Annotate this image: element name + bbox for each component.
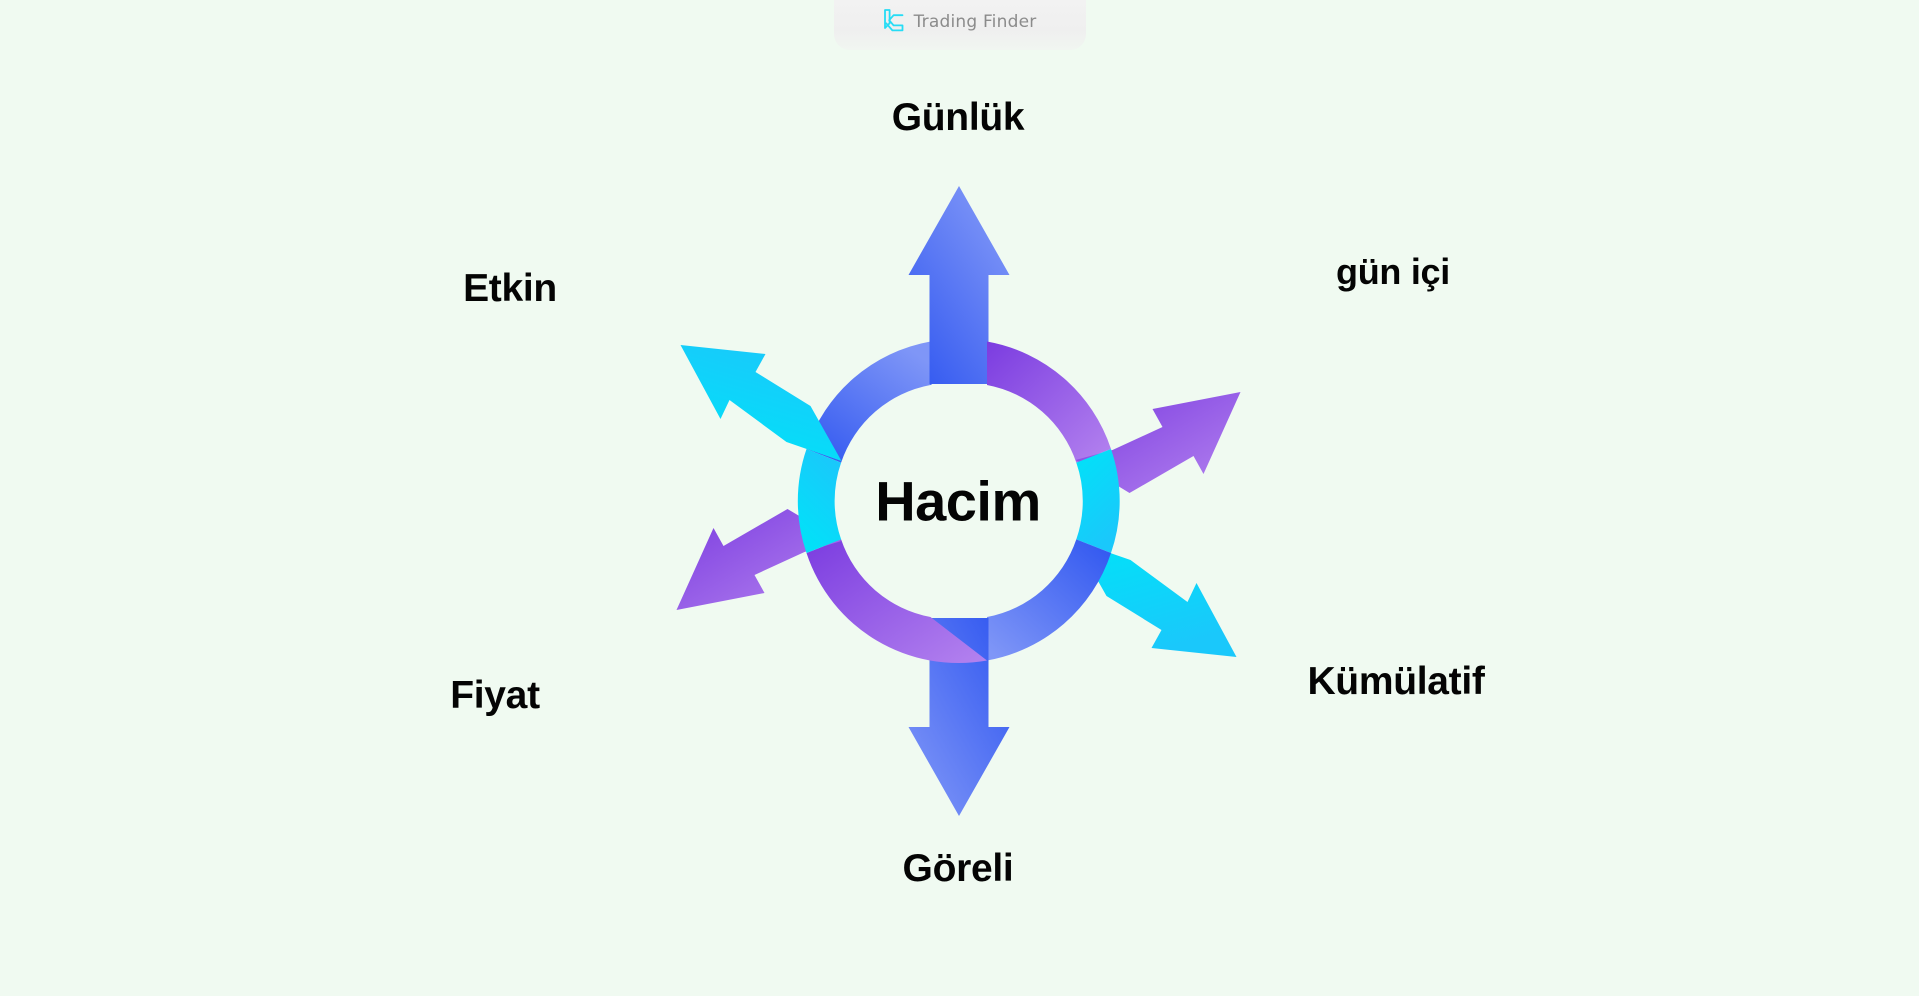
segment-arrow-goreli: [908, 539, 1111, 816]
center-label-hacim: Hacim: [875, 469, 1041, 533]
ring-label-gunluk: Günlük: [891, 96, 1025, 139]
ring-label-gun-ici: gün içi: [1336, 251, 1450, 292]
segment-arrow-fiyat: [676, 509, 987, 664]
segment-arrow-gunluk: [806, 186, 1009, 463]
trading-finder-logo-icon: [883, 9, 903, 32]
ring-label-etkin: Etkin: [463, 267, 557, 310]
ring-label-fiyat: Fiyat: [450, 674, 540, 717]
segment-arrow-gun-ici: [986, 341, 1240, 493]
segment-arrow-kumulatif: [1075, 449, 1236, 657]
ring-label-goreli: Göreli: [902, 847, 1014, 890]
ring-label-kumulatif: Kümülatif: [1307, 660, 1485, 703]
brand-name-label: Trading Finder: [913, 12, 1037, 32]
brand-header-badge: Trading Finder: [833, 0, 1086, 50]
segment-arrow-etkin: [680, 345, 841, 553]
